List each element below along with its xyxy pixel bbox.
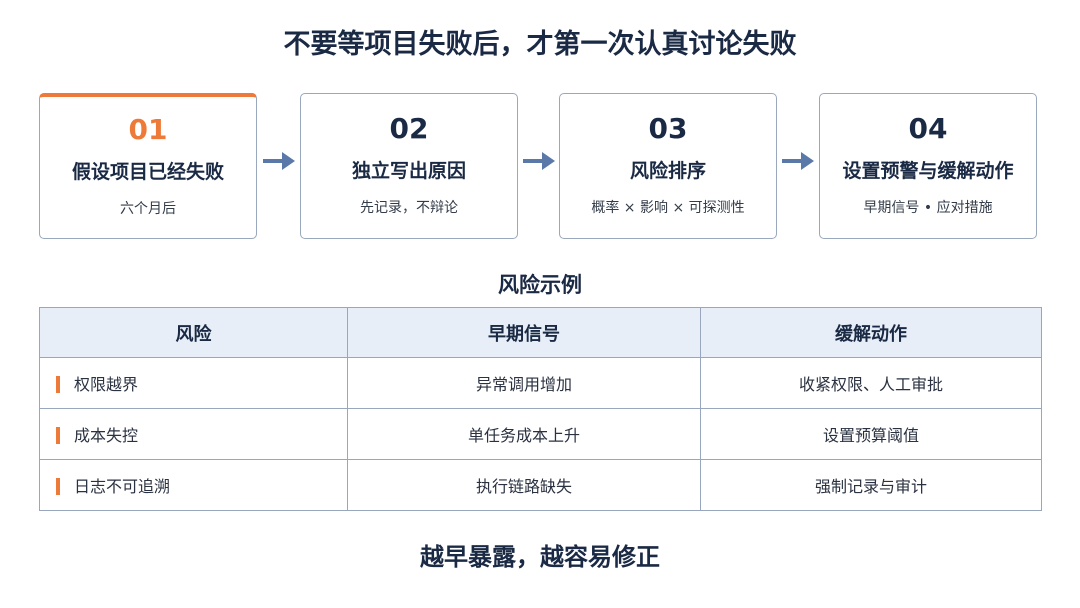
mitigation-cell: 强制记录与审计: [700, 459, 1042, 511]
accent-bar: [56, 376, 60, 393]
step-number: 03: [648, 112, 688, 145]
risk-cell: 权限越界: [39, 357, 348, 409]
arrow-right-icon: [263, 152, 295, 170]
arrow-right-icon: [782, 152, 814, 170]
accent-bar: [56, 427, 60, 444]
step-card-2: 02 独立写出原因 先记录，不辩论: [300, 93, 518, 239]
mitigation-cell: 设置预算阈值: [700, 408, 1042, 460]
arrow-right-icon: [523, 152, 555, 170]
accent-bar: [56, 478, 60, 495]
step-title: 假设项目已经失败: [71, 161, 224, 183]
column-header-risk: 风险: [39, 307, 348, 358]
table-row: 权限越界 异常调用增加 收紧权限、人工审批: [39, 357, 1042, 409]
risk-cell: 成本失控: [39, 408, 348, 460]
step-number: 04: [908, 112, 948, 145]
risk-table: 风险 早期信号 缓解动作 权限越界 异常调用增加 收紧权限、人工审批 成本失控 …: [39, 307, 1042, 511]
step-card-1: 01 假设项目已经失败 六个月后: [39, 93, 257, 239]
risk-cell: 日志不可追溯: [39, 459, 348, 511]
section-title: 风险示例: [498, 273, 582, 297]
step-subtitle: 六个月后: [120, 201, 176, 217]
page-title: 不要等项目失败后，才第一次认真讨论失败: [283, 29, 797, 60]
table-row: 日志不可追溯 执行链路缺失 强制记录与审计: [39, 459, 1042, 511]
risk-text: 成本失控: [74, 426, 139, 445]
signal-cell: 异常调用增加: [347, 357, 701, 409]
column-header-signal: 早期信号: [347, 307, 701, 358]
risk-text: 日志不可追溯: [74, 477, 171, 496]
signal-cell: 单任务成本上升: [347, 408, 701, 460]
table-header-row: 风险 早期信号 缓解动作: [39, 307, 1042, 358]
step-subtitle: 早期信号 • 应对措施: [863, 200, 993, 216]
footer-slogan: 越早暴露，越容易修正: [420, 543, 660, 571]
table-row: 成本失控 单任务成本上升 设置预算阈值: [39, 408, 1042, 460]
step-title: 独立写出原因: [351, 160, 466, 182]
step-card-4: 04 设置预警与缓解动作 早期信号 • 应对措施: [819, 93, 1037, 239]
step-number: 02: [389, 112, 429, 145]
risk-text: 权限越界: [74, 375, 139, 394]
step-subtitle: 先记录，不辩论: [360, 200, 458, 216]
step-number: 01: [128, 113, 168, 146]
column-header-mitigation: 缓解动作: [700, 307, 1042, 358]
step-subtitle: 概率 × 影响 × 可探测性: [591, 200, 745, 216]
signal-cell: 执行链路缺失: [347, 459, 701, 511]
mitigation-cell: 收紧权限、人工审批: [700, 357, 1042, 409]
step-title: 风险排序: [629, 160, 706, 182]
step-title: 设置预警与缓解动作: [842, 160, 1014, 182]
step-card-3: 03 风险排序 概率 × 影响 × 可探测性: [559, 93, 777, 239]
